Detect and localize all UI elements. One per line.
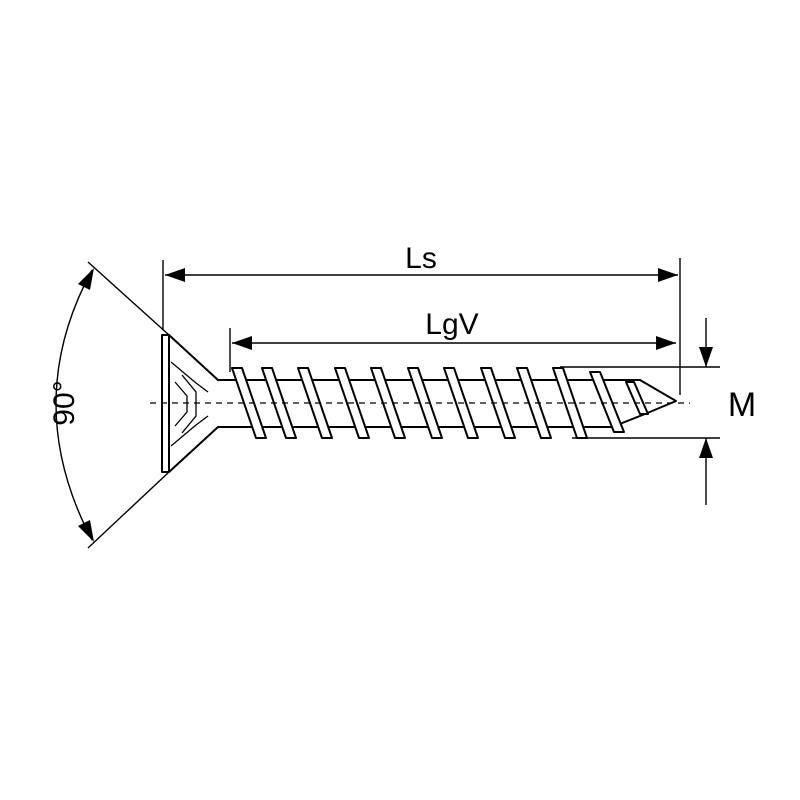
screw-shank xyxy=(231,379,677,428)
thread-flight xyxy=(480,367,516,439)
angle-arrow-top xyxy=(78,268,94,290)
thread-flight xyxy=(516,367,552,439)
dimension-head-angle: 90° xyxy=(48,261,170,549)
m-label: M xyxy=(728,386,756,424)
drive-recess-line-2 xyxy=(170,415,209,447)
screw-head xyxy=(161,334,233,473)
ls-arrow-right xyxy=(658,268,678,282)
thread-flight xyxy=(261,367,297,439)
angle-extension-lower xyxy=(87,471,170,549)
dimension-lgv: LgV xyxy=(229,308,676,372)
head-cone-lower xyxy=(168,426,233,473)
head-cone-upper xyxy=(168,334,233,381)
angle-extension-upper xyxy=(87,261,170,336)
angle-arc xyxy=(55,269,93,541)
ls-label: Ls xyxy=(405,242,437,275)
drive-recess-inner xyxy=(174,381,188,427)
thread-flight-tip xyxy=(625,381,649,415)
m-arrow-top xyxy=(699,347,713,367)
lgv-arrow-right xyxy=(656,336,676,350)
thread-flight xyxy=(370,367,406,439)
thread-flight xyxy=(589,371,625,433)
screw-tip xyxy=(611,379,677,428)
m-arrow-bottom xyxy=(699,438,713,458)
dimension-ls: Ls xyxy=(162,242,681,395)
drive-recess-line-1 xyxy=(170,361,209,393)
dimension-m: M xyxy=(560,318,756,505)
lgv-arrow-left xyxy=(232,336,252,350)
lgv-label: LgV xyxy=(425,308,478,341)
drive-recess-core xyxy=(181,374,197,434)
ls-arrow-left xyxy=(165,268,185,282)
angle-label: 90° xyxy=(48,380,81,425)
angle-arrow-bottom xyxy=(78,520,94,542)
